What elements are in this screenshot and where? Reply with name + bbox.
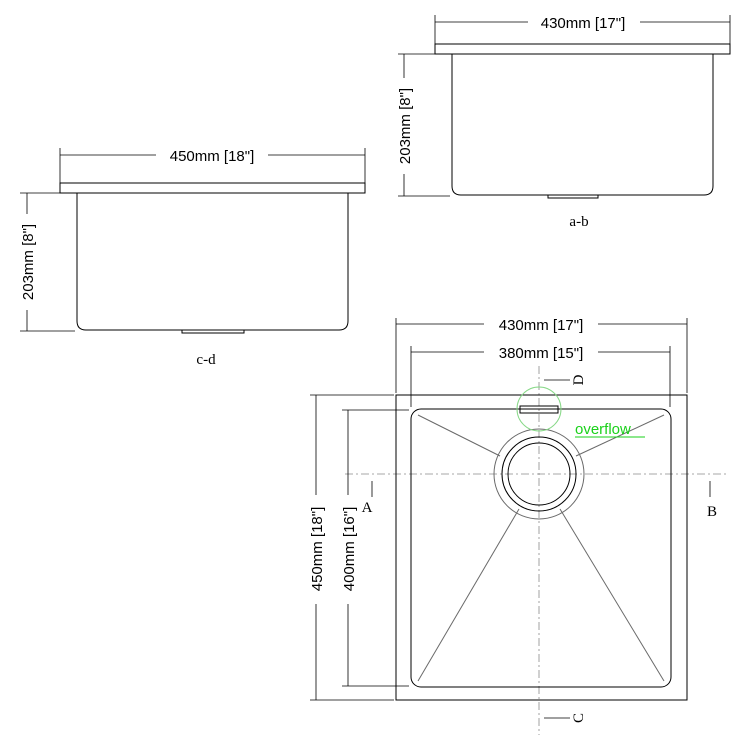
- drain-outer-ring: [493, 428, 585, 520]
- cd-caption: c-d: [196, 352, 216, 368]
- drain-opening: [507, 442, 571, 506]
- overflow-highlight-circle: [516, 386, 562, 432]
- elevation-view-ab: 430mm [17"] 203mm [8"] a-b: [397, 15, 731, 230]
- cd-depth-label: 203mm [8"]: [20, 224, 37, 300]
- overflow-slot: [519, 405, 559, 414]
- plan-inner-length-label: 400mm [16"]: [341, 507, 358, 592]
- outer-flange: [395, 394, 688, 701]
- drain-slope-lines: [417, 414, 665, 682]
- ab-rim: [434, 43, 731, 55]
- ab-width-label: 430mm [17"]: [541, 15, 626, 32]
- section-marker-c: C: [571, 713, 587, 723]
- drain-ring: [501, 436, 577, 512]
- overflow-label: overflow: [575, 421, 631, 438]
- section-marker-a: A: [362, 500, 373, 516]
- plan-outer-width-label: 430mm [17"]: [499, 317, 584, 334]
- section-marker-d: D: [571, 374, 587, 385]
- section-marker-b: B: [707, 504, 717, 520]
- cd-bowl: [76, 193, 349, 331]
- cd-rim: [59, 182, 366, 194]
- cd-width-label: 450mm [18"]: [170, 148, 255, 165]
- plan-view: overflow 430mm [17"] 380mm [15"] 450mm […: [309, 317, 727, 735]
- inner-bowl: [410, 408, 672, 688]
- ab-depth-label: 203mm [8"]: [397, 88, 414, 164]
- ab-bowl: [451, 54, 714, 196]
- elevation-view-cd: 450mm [18"] 203mm [8"] c-d: [20, 148, 366, 368]
- ab-caption: a-b: [569, 214, 588, 230]
- cd-drain: [181, 329, 245, 334]
- plan-inner-width-label: 380mm [15"]: [499, 345, 584, 362]
- plan-outer-length-label: 450mm [18"]: [309, 507, 326, 592]
- ab-drain: [547, 194, 599, 199]
